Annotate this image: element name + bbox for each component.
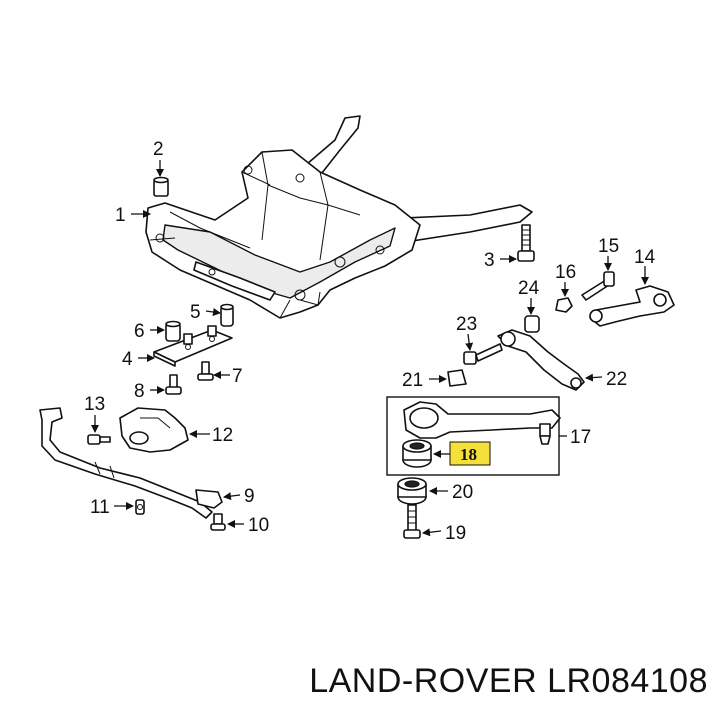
bushing-5 <box>220 303 234 327</box>
callout-19: 19 <box>445 523 466 544</box>
callout-6: 6 <box>134 321 145 342</box>
callout-8: 8 <box>134 381 145 402</box>
callout-7: 7 <box>232 366 243 387</box>
mount-bracket-12 <box>119 407 189 453</box>
bolt-7 <box>197 361 214 381</box>
callout-4: 4 <box>122 349 133 370</box>
leader-lines <box>91 160 649 537</box>
bolt-10 <box>210 513 226 531</box>
upper-control-arm-14 <box>589 285 675 327</box>
bushing-6 <box>165 320 181 342</box>
bolt-11 <box>135 499 145 515</box>
stabilizer-bar <box>39 407 223 519</box>
lower-arm-22 <box>497 329 585 391</box>
callout-23: 23 <box>456 314 477 335</box>
callout-2: 2 <box>153 139 164 160</box>
callout-1: 1 <box>115 205 126 226</box>
bolt-3 <box>517 224 535 262</box>
callout-3: 3 <box>484 250 495 271</box>
callout-17: 17 <box>570 427 591 448</box>
part-number-caption: LAND-ROVER LR084108 <box>309 662 708 700</box>
bolt-19 <box>403 504 421 539</box>
callout-15: 15 <box>598 236 619 257</box>
front-subframe <box>145 115 533 319</box>
callout-5: 5 <box>190 302 201 323</box>
callout-22: 22 <box>606 369 627 390</box>
bracket-4 <box>153 325 233 367</box>
callout-9: 9 <box>244 486 255 507</box>
bushing-24 <box>524 315 540 333</box>
callout-18: 18 <box>460 445 477 464</box>
callout-24: 24 <box>518 278 540 299</box>
callout-20: 20 <box>452 482 473 503</box>
callout-16: 16 <box>555 262 576 283</box>
callout-labels: 1 2 3 4 5 6 7 8 9 10 11 12 13 14 15 16 1… <box>84 139 656 544</box>
nut-16 <box>555 297 573 313</box>
bushing-2 <box>153 176 169 197</box>
bracket-21 <box>447 369 467 387</box>
bolt-23 <box>463 343 503 365</box>
bolt-15 <box>581 271 615 301</box>
callout-21: 21 <box>402 370 423 391</box>
bolt-8 <box>165 374 182 395</box>
callout-10: 10 <box>248 515 269 536</box>
bolt-13 <box>87 434 111 445</box>
callout-13: 13 <box>84 394 105 415</box>
callout-14: 14 <box>634 247 656 268</box>
callout-11: 11 <box>90 497 110 518</box>
callout-12: 12 <box>212 425 233 446</box>
bushing-20 <box>397 477 427 505</box>
